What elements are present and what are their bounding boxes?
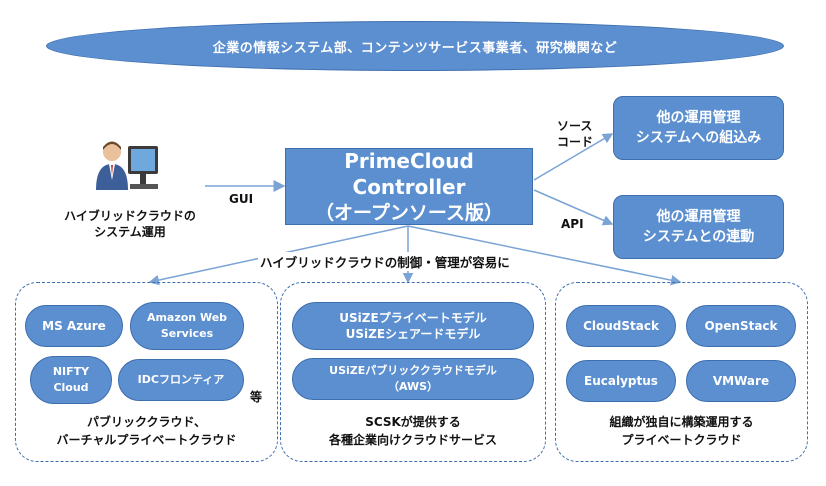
private-cloud-caption-line1: 組織が独自に構築運用する	[609, 415, 754, 429]
scsk-service-group	[280, 282, 546, 462]
user-caption-line2: システム運用	[94, 225, 166, 239]
amazon-web-services-label: Amazon Web Services	[146, 311, 228, 340]
usize-aws-label: （AWS）	[387, 380, 439, 393]
openstack-pill: OpenStack	[686, 305, 796, 347]
private-cloud-caption-line2: プライベートクラウド	[621, 433, 742, 447]
eucalyptus-pill: Eucalyptus	[566, 360, 676, 402]
link-system-box: 他の運用管理 システムとの連動	[613, 195, 784, 259]
api-label: API	[561, 217, 584, 231]
ms-azure-pill: MS Azure	[25, 305, 123, 347]
controller-title: PrimeCloud Controller	[344, 148, 474, 199]
public-cloud-group	[15, 282, 278, 462]
source-code-arrow	[533, 133, 614, 181]
link-system-line1: 他の運用管理	[656, 209, 741, 225]
link-system-line2: システムとの連動	[642, 229, 755, 245]
idc-frontier-label: IDCフロンティア	[137, 373, 225, 386]
openstack-label: OpenStack	[704, 319, 778, 333]
controller-subtitle: （オープンソース版）	[315, 201, 503, 224]
control-caption: ハイブリッドクラウドの制御・管理が容易に	[258, 252, 512, 271]
primecloud-controller-box: PrimeCloud Controller （オープンソース版）	[285, 148, 533, 225]
nifty-cloud-pill: NIFTY Cloud	[30, 356, 112, 404]
private-cloud-caption: 組織が独自に構築運用する プライベートクラウド	[560, 413, 803, 449]
gui-label: GUI	[229, 192, 254, 206]
nifty-cloud-label: NIFTY Cloud	[52, 365, 90, 394]
source-code-label-line2: コード	[557, 135, 594, 149]
ms-azure-label: MS Azure	[42, 319, 106, 333]
embed-system-line2: システムへの組込み	[635, 130, 762, 146]
vmware-pill: VMWare	[686, 360, 796, 402]
usize-public-label: USiZEパブリッククラウドモデル	[329, 364, 497, 377]
private-cloud-group	[555, 282, 808, 462]
source-code-label: ソース コード	[557, 118, 593, 150]
usize-private-shared-pill: USiZEプライベートモデル USiZEシェアードモデル	[292, 302, 534, 350]
public-cloud-caption-line2: バーチャルプライベートクラウド	[56, 433, 237, 447]
scsk-caption-line1: SCSKが提供する	[365, 415, 461, 429]
cloudstack-pill: CloudStack	[566, 305, 676, 347]
api-line	[533, 189, 614, 226]
usize-public-pill: USiZEパブリッククラウドモデル （AWS）	[292, 358, 534, 400]
embed-system-line1: 他の運用管理	[656, 110, 741, 126]
top-banner-ellipse: 企業の情報システム部、コンテンツサービス事業者、研究機関など	[46, 21, 784, 71]
fan-line-right	[407, 225, 682, 286]
user-computer-icon	[96, 141, 158, 190]
vmware-label: VMWare	[712, 374, 770, 388]
embed-system-box: 他の運用管理 システムへの組込み	[613, 96, 784, 160]
idc-frontier-pill: IDCフロンティア	[118, 359, 244, 401]
top-banner-text: 企業の情報システム部、コンテンツサービス事業者、研究機関など	[212, 40, 618, 56]
scsk-caption: SCSKが提供する 各種企業向けクラウドサービス	[285, 413, 541, 449]
public-cloud-caption: パブリッククラウド、 バーチャルプライベートクラウド	[20, 413, 273, 449]
user-caption: ハイブリッドクラウドの システム運用	[64, 208, 196, 240]
usize-shared-label: USiZEシェアードモデル	[345, 327, 481, 341]
public-cloud-caption-line1: パブリッククラウド、	[86, 415, 207, 429]
etc-label: 等	[250, 390, 263, 404]
source-code-label-line1: ソース	[557, 119, 593, 133]
cloudstack-label: CloudStack	[583, 319, 659, 333]
eucalyptus-label: Eucalyptus	[584, 374, 658, 388]
amazon-web-services-pill: Amazon Web Services	[130, 302, 244, 350]
usize-private-label: USiZEプライベートモデル	[339, 311, 487, 325]
user-caption-line1: ハイブリッドクラウドの	[64, 209, 196, 223]
scsk-caption-line2: 各種企業向けクラウドサービス	[328, 433, 497, 447]
